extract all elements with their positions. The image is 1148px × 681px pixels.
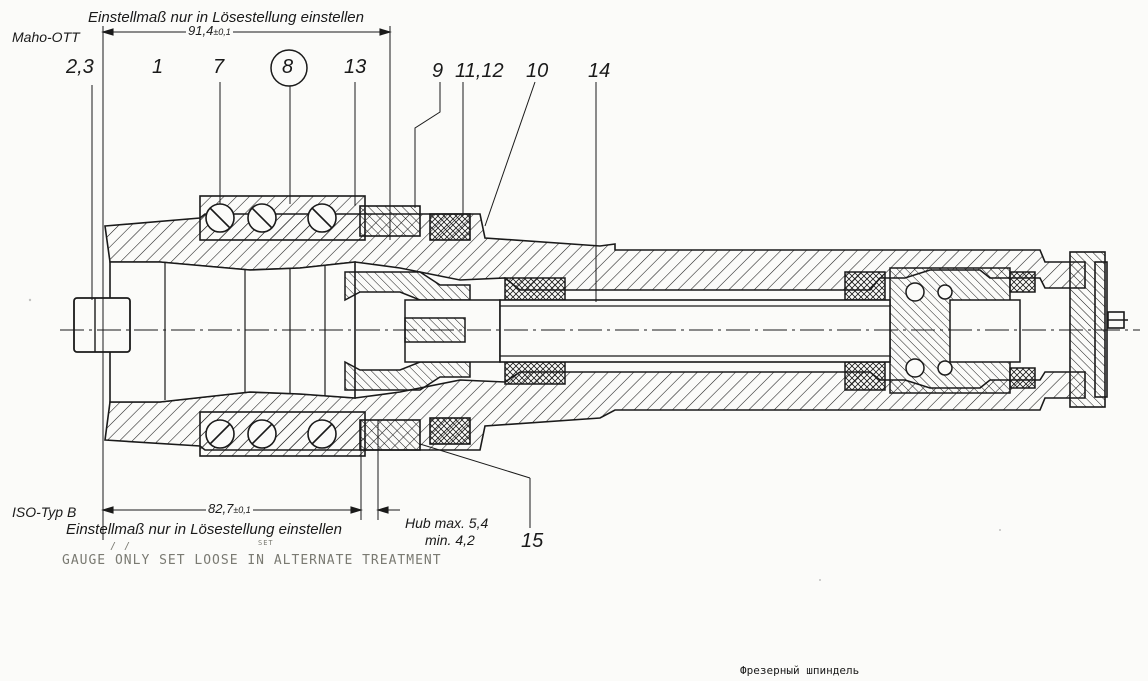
callout-9: 9: [432, 60, 444, 82]
nut-lower: [429, 417, 471, 445]
taper-bore: [109, 261, 356, 403]
callout-7: 7: [213, 56, 225, 78]
leader-9: [414, 82, 441, 208]
callout-8-circle: [270, 49, 308, 87]
stroke-note-line1: Hub max. 5,4: [405, 515, 489, 531]
stroke-note-line2: min. 4,2: [425, 532, 475, 548]
handwritten-marks: / /: [110, 541, 132, 552]
callout-15: 15: [521, 530, 544, 552]
bearing-balls-lower: [205, 419, 337, 449]
handwritten-translation: GAUGE ONLY SET LOOSE IN ALTERNATE TREATM…: [62, 553, 442, 568]
end-flange: [1069, 251, 1106, 408]
spring-pack-2: [844, 271, 886, 301]
top-setting-note: Einstellmaß nur in Lösestellung einstell…: [88, 9, 364, 26]
callout-8: 8: [282, 56, 294, 78]
top-variant-label: Maho-OTT: [12, 29, 80, 45]
callout-2-3: 2,3: [66, 56, 94, 78]
bottom-dimension-value: 82,7±0,1: [206, 501, 253, 516]
nut-upper: [429, 213, 471, 241]
bottom-setting-note: Einstellmaß nur in Lösestellung einstell…: [66, 521, 342, 538]
callout-14: 14: [588, 60, 611, 82]
bottom-variant-label: ISO-Typ B: [12, 504, 77, 520]
draw-bar: [499, 299, 891, 363]
handwritten-set: SET: [258, 539, 274, 547]
callout-1: 1: [152, 56, 164, 78]
bearing-balls-upper: [205, 203, 337, 233]
figure-caption: Фрезерный шпиндель: [740, 664, 860, 677]
callout-11-12: 11,12: [455, 60, 504, 82]
top-dimension-value: 91,4±0,1: [186, 23, 233, 38]
spring-pack-1: [504, 277, 566, 301]
callout-10: 10: [526, 60, 549, 82]
callout-13: 13: [344, 56, 367, 78]
leader-10: [484, 81, 536, 227]
stop-pin: [73, 297, 131, 353]
